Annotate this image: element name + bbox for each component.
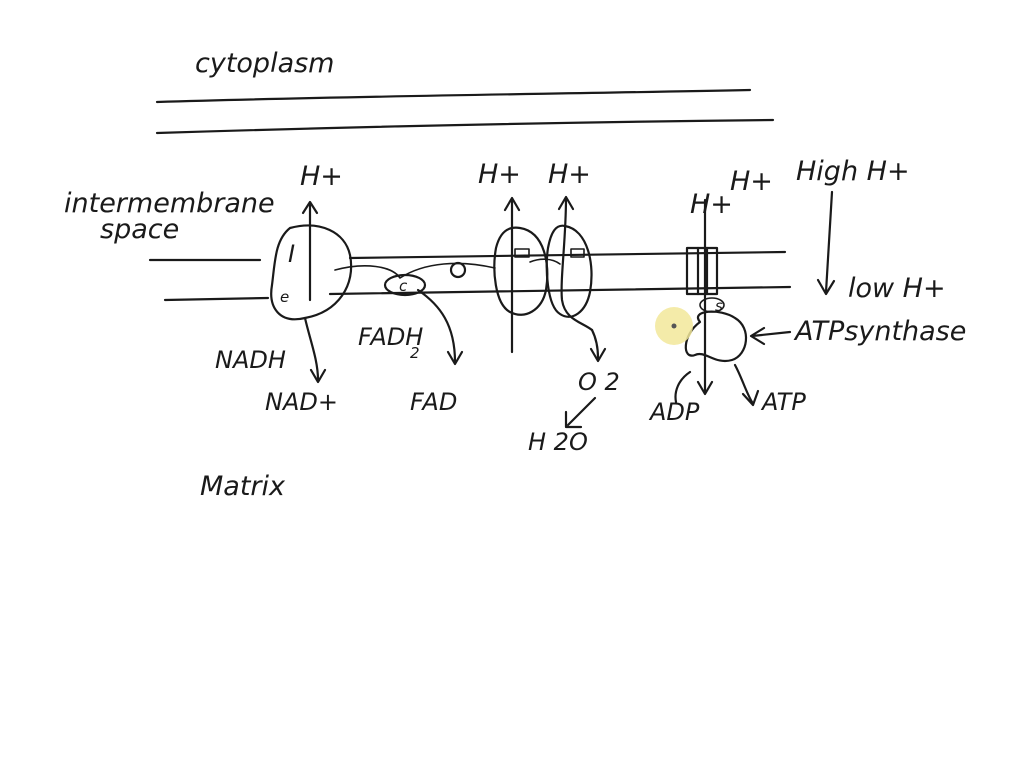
complex-4-outline — [545, 224, 593, 318]
atp-synthase-head — [684, 310, 747, 363]
complex-3-outline — [493, 226, 549, 316]
fadh-arrow — [416, 288, 457, 364]
nadh-arrow — [303, 316, 320, 382]
water-arrow — [566, 396, 597, 427]
proton-label-5: H+ — [730, 166, 773, 197]
proton-label-1: H+ — [300, 161, 343, 192]
low-proton-label: low H+ — [848, 273, 946, 304]
fad-label: FAD — [410, 388, 457, 416]
proton-label-3: H+ — [548, 159, 591, 190]
water-arrow-head-icon — [564, 410, 583, 429]
space-label: space — [100, 214, 179, 245]
atp-arrow — [733, 363, 754, 404]
complex-3-subunit — [514, 248, 530, 258]
complex-3 — [493, 196, 549, 354]
fadh-subscript: 2 — [410, 344, 420, 362]
atp-synthase-label: ATPsynthase — [793, 316, 966, 347]
intermembrane-label: intermembrane — [64, 188, 275, 219]
complex-4 — [545, 195, 594, 332]
inner-membrane-bottom-line — [328, 285, 792, 296]
inner-membrane — [148, 250, 792, 302]
gradient-arrow-head-icon — [816, 278, 836, 296]
inner-membrane-bottom-left — [163, 296, 270, 302]
high-proton-label: High H+ — [796, 156, 910, 187]
complex-1-arrow-up-icon — [301, 200, 319, 215]
gradient-arrow — [824, 190, 834, 294]
complex-1-electron: e — [280, 288, 289, 306]
cytoplasm-label: cytoplasm — [195, 48, 334, 79]
proton-label-4: H+ — [690, 189, 733, 220]
complex-2-outline — [383, 273, 427, 297]
water-label: H 2O — [528, 428, 588, 456]
proton-label-2: H+ — [478, 159, 521, 190]
atp-synthase-channel — [685, 246, 719, 296]
electron-path-1 — [334, 262, 496, 279]
ubiquinone-icon — [449, 261, 467, 279]
atp-arrow-head-icon — [741, 389, 760, 407]
atp-synthase-pointer — [750, 330, 792, 338]
complex-4-arrow-up-icon — [557, 195, 575, 211]
atp-synthase-arrow-down-icon — [696, 380, 714, 396]
atp-label: ATP — [760, 388, 806, 416]
complex-1-label: I — [288, 240, 295, 268]
fadh-arrow-head-icon — [446, 350, 464, 366]
adp-arrow — [674, 370, 692, 404]
oxygen-arrow — [590, 328, 600, 360]
electron-path-2 — [529, 258, 561, 265]
atp-synthase-pointer-head-icon — [749, 326, 766, 346]
complex-4-proton-channel — [560, 196, 594, 332]
complex-2: c — [383, 273, 427, 297]
nad-label: NAD+ — [265, 388, 338, 416]
matrix-label: Matrix — [200, 471, 286, 502]
nadh-arrow-head-icon — [309, 368, 327, 384]
complex-3-arrow-up-icon — [503, 196, 521, 212]
oxygen-arrow-head-icon — [589, 347, 607, 363]
atp-synthase-stalk-label: s — [715, 297, 723, 315]
complex-4-subunit — [570, 248, 585, 258]
inner-membrane-top-line — [348, 250, 787, 260]
complex-1: I e — [270, 200, 353, 321]
fadh-label: FADH — [358, 323, 423, 351]
nadh-label: NADH — [215, 346, 286, 374]
adp-label: ADP — [648, 398, 700, 426]
complex-2-label: c — [399, 277, 408, 295]
atp-synthase: s — [684, 198, 747, 396]
outer-membrane-bottom-line — [155, 118, 775, 135]
pen-cursor-dot — [671, 323, 677, 329]
outer-membrane — [155, 88, 775, 135]
oxygen-label: O 2 — [578, 368, 620, 396]
outer-membrane-top-line — [155, 88, 752, 104]
